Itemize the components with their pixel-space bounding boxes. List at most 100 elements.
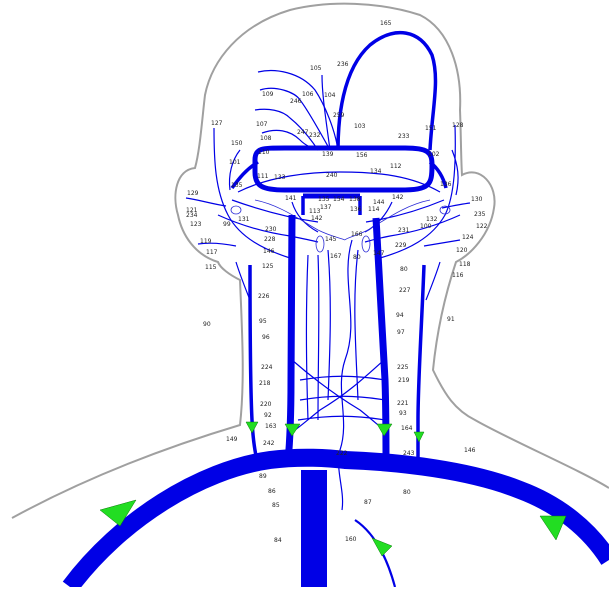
label-225: 225 bbox=[397, 364, 409, 371]
label-156: 156 bbox=[356, 152, 368, 159]
label-234: 234 bbox=[186, 212, 198, 219]
label-259: 259 bbox=[333, 112, 345, 119]
label-87: 87 bbox=[364, 499, 372, 506]
label-131: 131 bbox=[238, 216, 250, 223]
label-110: 110 bbox=[258, 149, 270, 156]
label-243: 243 bbox=[403, 450, 415, 457]
label-149: 149 bbox=[226, 436, 238, 443]
label-113: 113 bbox=[309, 208, 321, 215]
label-118: 118 bbox=[459, 261, 471, 268]
label-123: 123 bbox=[190, 221, 202, 228]
label-92: 92 bbox=[264, 412, 272, 419]
label-80: 80 bbox=[403, 489, 411, 496]
sinus-ring bbox=[255, 148, 432, 190]
label-134: 134 bbox=[370, 168, 382, 175]
label-109: 109 bbox=[262, 91, 274, 98]
label-138: 138 bbox=[349, 196, 361, 203]
valve-left-neck-outer bbox=[246, 422, 258, 433]
label-242: 242 bbox=[263, 440, 275, 447]
label-145: 145 bbox=[325, 236, 337, 243]
label-89: 89 bbox=[259, 473, 267, 480]
label-104: 104 bbox=[324, 92, 336, 99]
label-222: 222 bbox=[336, 450, 348, 457]
label-167: 167 bbox=[330, 253, 342, 260]
label-132: 132 bbox=[426, 216, 438, 223]
label-142: 142 bbox=[392, 194, 404, 201]
label-111: 111 bbox=[257, 173, 269, 180]
valve-right-neck-outer bbox=[414, 432, 424, 442]
label-133: 133 bbox=[274, 174, 286, 181]
label-218: 218 bbox=[259, 380, 271, 387]
label-144: 144 bbox=[373, 199, 385, 206]
label-240: 240 bbox=[326, 172, 338, 179]
label-163: 163 bbox=[265, 423, 277, 430]
label-226: 226 bbox=[258, 293, 270, 300]
label-151: 151 bbox=[425, 125, 437, 132]
label-96: 96 bbox=[262, 334, 270, 341]
valve-right-shoulder bbox=[540, 516, 566, 540]
label-97: 97 bbox=[397, 329, 405, 336]
label-246: 246 bbox=[290, 98, 302, 105]
label-130: 130 bbox=[471, 196, 483, 203]
label-112: 112 bbox=[390, 163, 402, 170]
label-105: 105 bbox=[310, 65, 322, 72]
label-232: 232 bbox=[309, 132, 321, 139]
label-135: 135 bbox=[318, 196, 330, 203]
label-99: 99 bbox=[223, 221, 231, 228]
label-127: 127 bbox=[211, 120, 223, 127]
label-103: 103 bbox=[354, 123, 366, 130]
label-107: 107 bbox=[256, 121, 268, 128]
label-229: 229 bbox=[395, 242, 407, 249]
label-137: 137 bbox=[320, 204, 332, 211]
label-136: 136 bbox=[350, 206, 362, 213]
label-116: 116 bbox=[452, 272, 464, 279]
label-124: 124 bbox=[462, 234, 474, 241]
label-80: 80 bbox=[400, 266, 408, 273]
label-115: 115 bbox=[205, 264, 217, 271]
label-236: 236 bbox=[337, 61, 349, 68]
label-100: 100 bbox=[420, 223, 432, 230]
label-102: 102 bbox=[428, 151, 440, 158]
label-165: 165 bbox=[380, 20, 392, 27]
label-142: 142 bbox=[311, 215, 323, 222]
label-114: 114 bbox=[368, 206, 380, 213]
label-93: 93 bbox=[399, 410, 407, 417]
label-91: 91 bbox=[447, 316, 455, 323]
label-85: 85 bbox=[272, 502, 280, 509]
label-129: 129 bbox=[187, 190, 199, 197]
label-136: 136 bbox=[440, 181, 452, 188]
label-95: 95 bbox=[259, 318, 267, 325]
label-90: 90 bbox=[203, 321, 211, 328]
label-146: 146 bbox=[263, 248, 275, 255]
label-150: 150 bbox=[231, 140, 243, 147]
label-220: 220 bbox=[260, 401, 272, 408]
label-117: 117 bbox=[206, 249, 218, 256]
label-122: 122 bbox=[476, 223, 488, 230]
valve-right-jugular bbox=[377, 424, 392, 436]
label-221: 221 bbox=[397, 400, 409, 407]
label-146: 146 bbox=[464, 447, 476, 454]
valve-lower-branch bbox=[372, 538, 392, 556]
label-141: 141 bbox=[285, 195, 297, 202]
label-101: 101 bbox=[229, 159, 241, 166]
label-80: 80 bbox=[353, 254, 361, 261]
label-164: 164 bbox=[401, 425, 413, 432]
label-230: 230 bbox=[265, 226, 277, 233]
label-108: 108 bbox=[260, 135, 272, 142]
label-227: 227 bbox=[399, 287, 411, 294]
label-125: 125 bbox=[262, 263, 274, 270]
label-154: 154 bbox=[333, 196, 345, 203]
body-outline bbox=[12, 4, 609, 518]
label-228: 228 bbox=[264, 236, 276, 243]
label-135: 135 bbox=[231, 182, 243, 189]
label-231: 231 bbox=[398, 227, 410, 234]
label-233: 233 bbox=[398, 133, 410, 140]
label-128: 128 bbox=[452, 122, 464, 129]
label-120: 120 bbox=[456, 247, 468, 254]
label-147: 147 bbox=[373, 250, 385, 257]
label-219: 219 bbox=[398, 377, 410, 384]
left-lower-branch bbox=[355, 520, 395, 587]
label-119: 119 bbox=[200, 238, 212, 245]
